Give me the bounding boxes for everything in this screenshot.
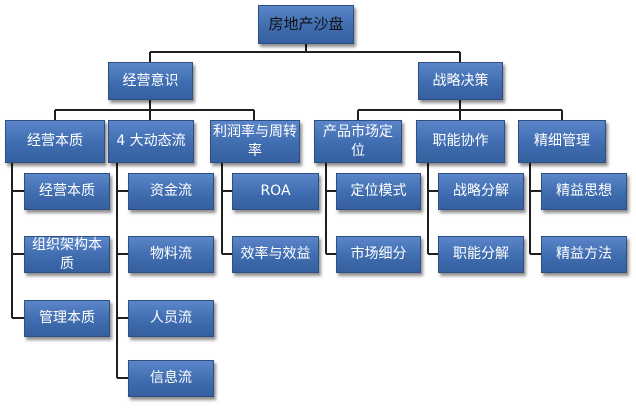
leaf-node: 信息流 bbox=[128, 360, 214, 397]
root-node: 房地产沙盘 bbox=[258, 5, 354, 44]
root-node-label: 房地产沙盘 bbox=[268, 15, 344, 33]
leaf-node: 组织架构本质 bbox=[24, 236, 110, 273]
leaf-node: 定位模式 bbox=[336, 173, 421, 210]
leaf-node-label: 经营本质 bbox=[39, 183, 95, 199]
group-node-operating-essence: 经营本质 bbox=[5, 120, 105, 163]
leaf-node-label: 市场细分 bbox=[350, 246, 407, 262]
leaf-node: 战略分解 bbox=[438, 173, 524, 210]
leaf-node: ROA bbox=[232, 173, 319, 210]
group-node-profit-and-turnover: 利润率与周转率 bbox=[210, 120, 300, 163]
leaf-node: 职能分解 bbox=[438, 236, 524, 273]
group-node-label: 4 大动态流 bbox=[116, 133, 186, 149]
group-node-functional-collaboration: 职能协作 bbox=[416, 120, 505, 163]
leaf-node: 效率与效益 bbox=[232, 236, 319, 273]
leaf-node-label: 物料流 bbox=[150, 246, 192, 262]
leaf-node-label: 人员流 bbox=[150, 310, 192, 326]
branch-node-label: 经营意识 bbox=[122, 72, 179, 89]
leaf-node-label: 信息流 bbox=[150, 370, 192, 386]
leaf-node-label: 资金流 bbox=[150, 183, 192, 199]
leaf-node: 人员流 bbox=[128, 300, 214, 337]
branch-node-label: 战略决策 bbox=[432, 72, 489, 89]
leaf-node: 物料流 bbox=[128, 236, 214, 273]
group-node-product-market-positioning: 产品市场定位 bbox=[314, 120, 402, 163]
leaf-node-label: 职能分解 bbox=[453, 246, 509, 262]
group-node-label: 精细管理 bbox=[534, 133, 590, 149]
leaf-node: 经营本质 bbox=[24, 173, 110, 210]
leaf-node: 市场细分 bbox=[336, 236, 421, 273]
group-node-label: 产品市场定位 bbox=[323, 123, 393, 159]
group-node-label: 职能协作 bbox=[432, 133, 489, 149]
leaf-node: 管理本质 bbox=[24, 300, 110, 337]
leaf-node-label: ROA bbox=[260, 183, 291, 199]
group-node-label: 经营本质 bbox=[27, 133, 83, 149]
leaf-node: 精益方法 bbox=[541, 236, 627, 273]
leaf-node-label: 组织架构本质 bbox=[32, 236, 102, 272]
leaf-node-label: 精益方法 bbox=[556, 246, 612, 262]
leaf-node-label: 战略分解 bbox=[453, 183, 509, 199]
branch-node-operating-awareness: 经营意识 bbox=[108, 62, 193, 100]
leaf-node: 资金流 bbox=[128, 173, 214, 210]
group-node-lean-management: 精细管理 bbox=[518, 120, 606, 163]
branch-node-strategic-decision: 战略决策 bbox=[418, 62, 503, 100]
leaf-node-label: 精益思想 bbox=[556, 183, 612, 199]
leaf-node-label: 效率与效益 bbox=[240, 246, 311, 262]
group-node-four-dynamic-flows: 4 大动态流 bbox=[108, 120, 194, 163]
leaf-node-label: 定位模式 bbox=[350, 183, 407, 199]
leaf-node: 精益思想 bbox=[541, 173, 627, 210]
group-node-label: 利润率与周转率 bbox=[213, 123, 297, 159]
leaf-node-label: 管理本质 bbox=[39, 310, 95, 326]
